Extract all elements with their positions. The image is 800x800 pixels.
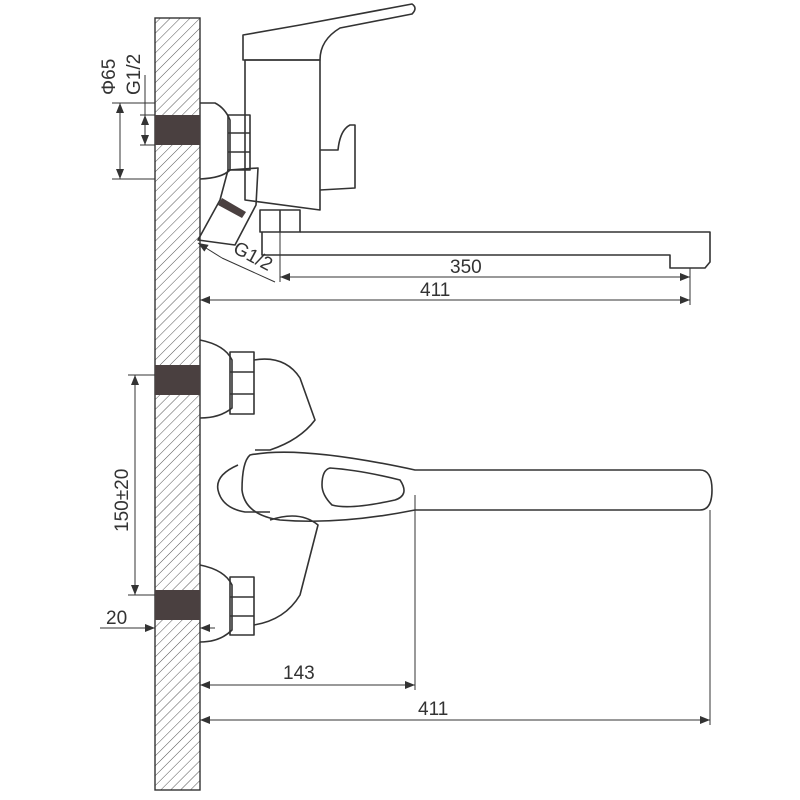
wall-offset-label: 20 [106, 608, 127, 629]
outlet-thread-label: G1/2 [230, 238, 276, 276]
diameter-label: Φ65 [99, 59, 120, 95]
wall-section [154, 17, 201, 791]
thread-band-lower [155, 590, 200, 620]
side-view-faucet [197, 3, 711, 269]
spout-reach-label: 350 [450, 257, 482, 278]
front-view-faucet [199, 339, 713, 643]
total-length-top-label: 411 [420, 280, 450, 301]
center-distance-label: 150±20 [112, 469, 133, 532]
thread-band-top [155, 115, 200, 145]
dimension-lines [100, 75, 711, 725]
handle-length-label: 143 [283, 663, 315, 684]
thread-band-upper [155, 365, 200, 395]
wall-thread-label: G1/2 [124, 54, 145, 95]
total-length-bottom-label: 411 [418, 699, 448, 720]
